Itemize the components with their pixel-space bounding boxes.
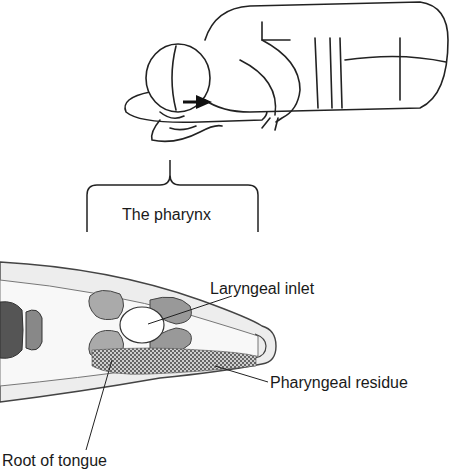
section-title: The pharynx [122,206,211,224]
direction-arrow [183,95,212,109]
leader-lines [86,296,268,450]
bracket [87,160,258,232]
patient-figure [125,2,448,141]
part-label: Root of tongue [2,452,107,470]
part-label: Laryngeal inlet [210,280,314,298]
part-label: Pharyngeal residue [270,374,408,392]
